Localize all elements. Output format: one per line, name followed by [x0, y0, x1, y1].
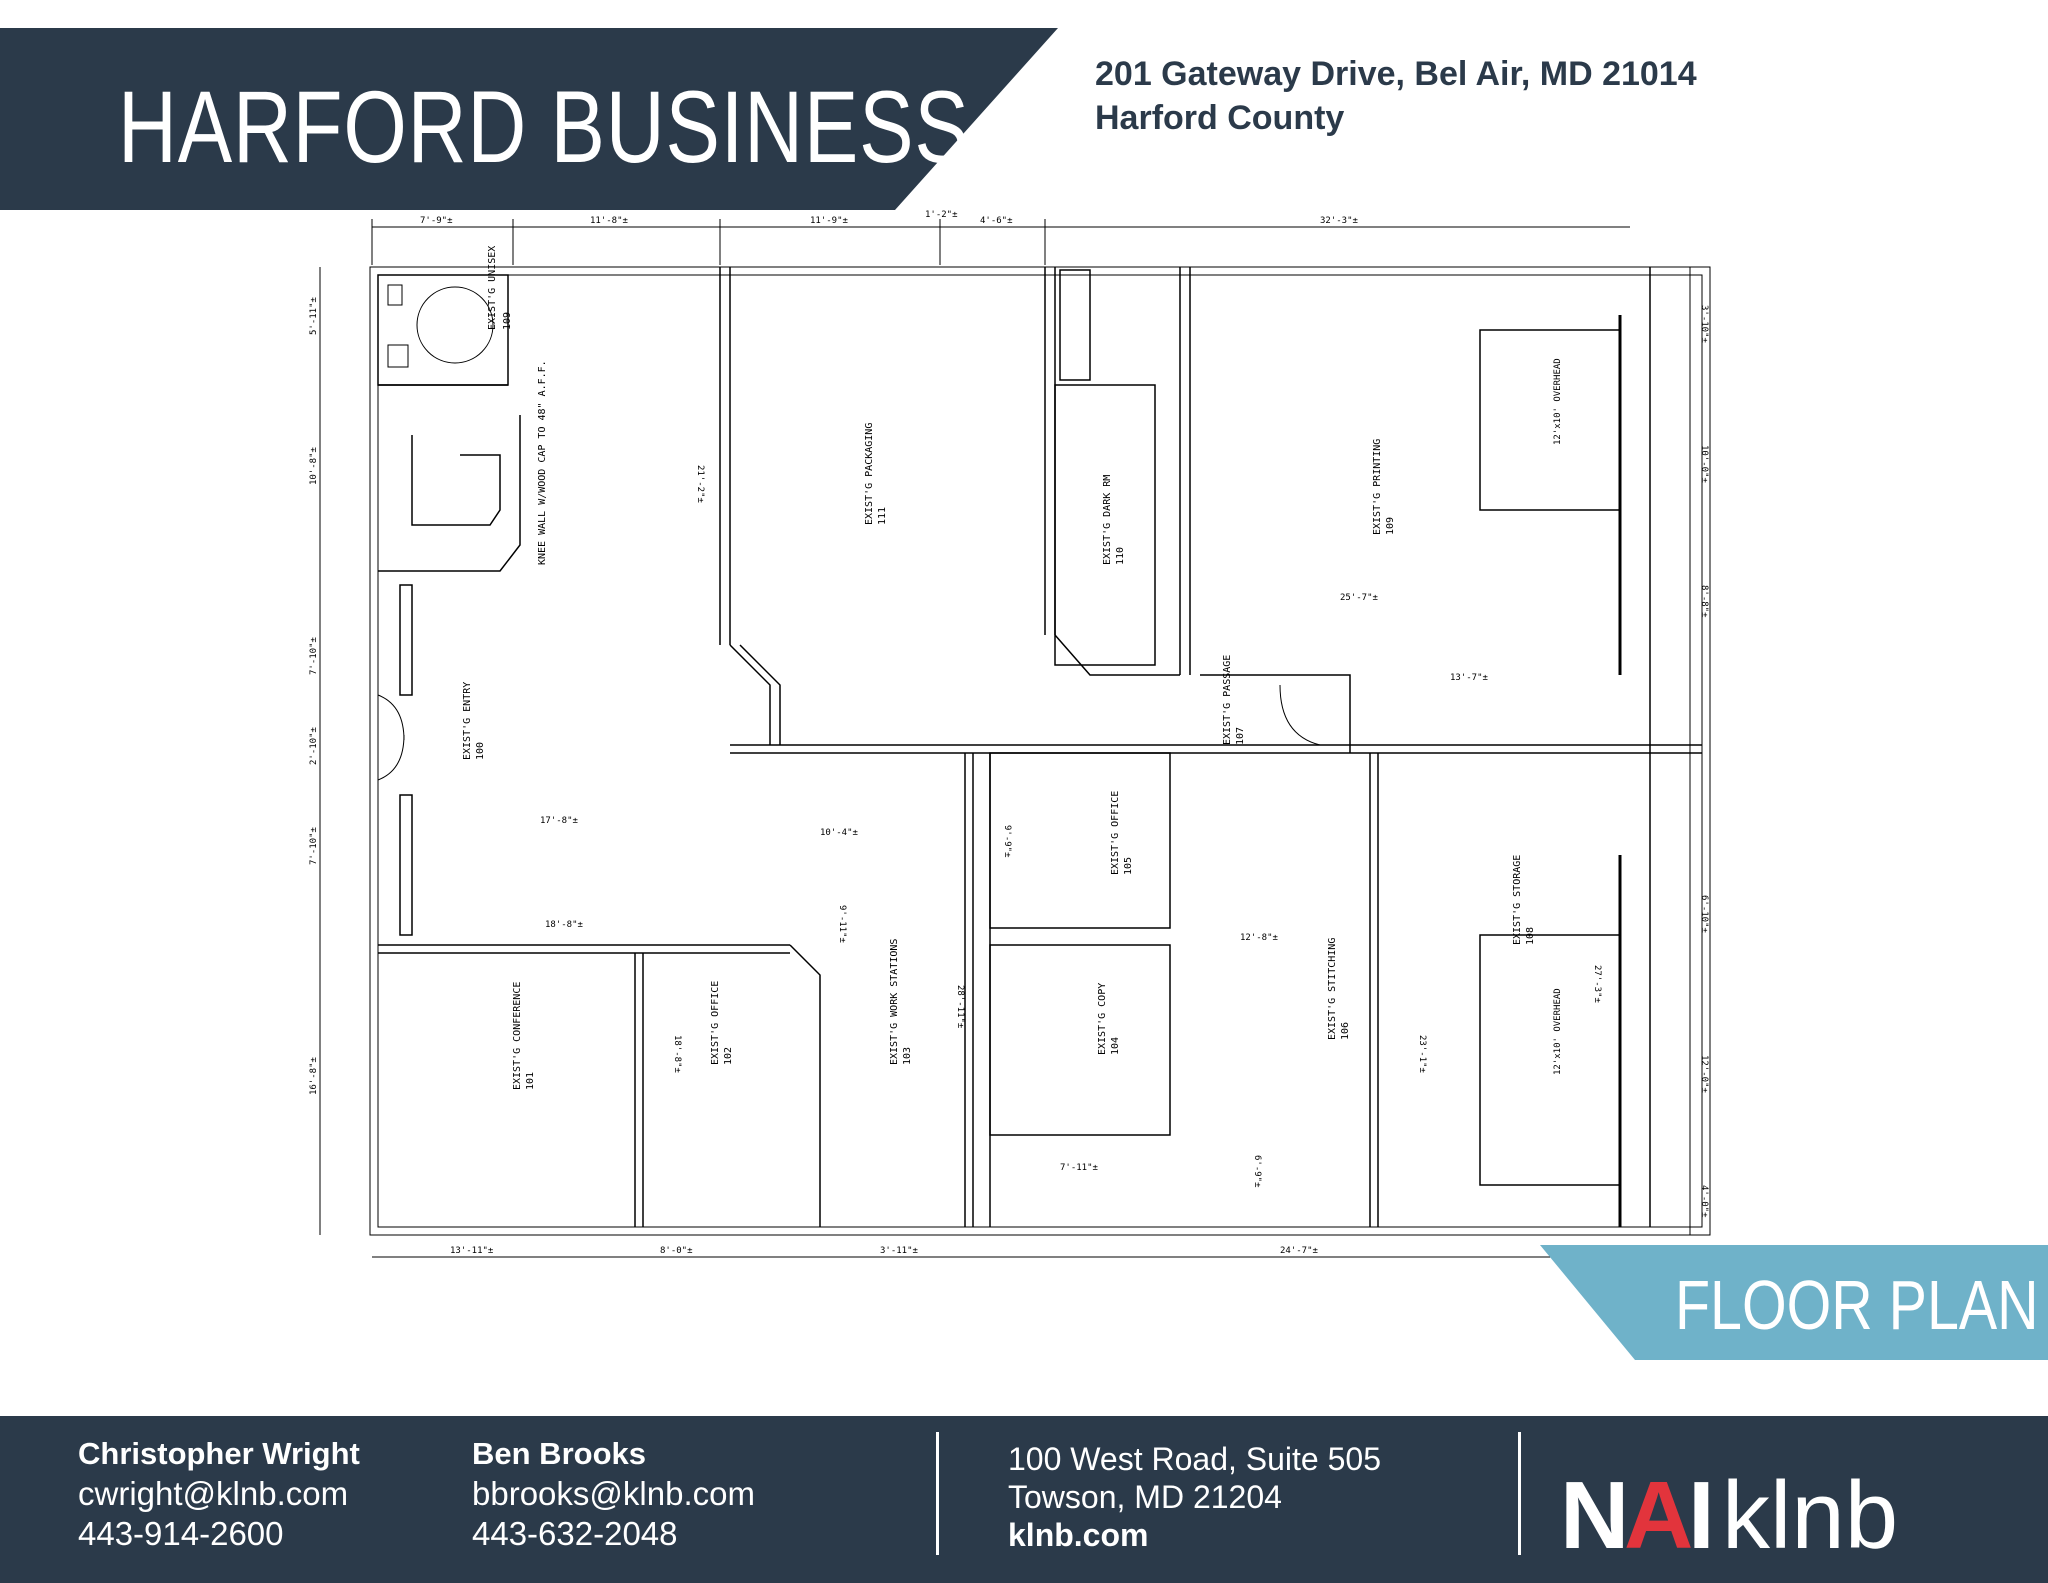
- logo-klnb: klnb: [1722, 1462, 1898, 1560]
- knee-wall-note: KNEE WALL W/WOOD CAP TO 48" A.F.F.: [537, 360, 548, 565]
- room-label-office-102: EXIST'G OFFICE: [710, 981, 721, 1065]
- dim-bottom-a: 13'-11"±: [450, 1246, 494, 1256]
- room-label-passage: EXIST'G PASSAGE: [1222, 655, 1233, 745]
- room-label-entry: EXIST'G ENTRY: [462, 682, 473, 760]
- dim-interior-a: 21'-2"±: [695, 465, 705, 504]
- room-label-dark-room: EXIST'G DARK RM: [1102, 475, 1113, 565]
- room-number-passage: 107: [1235, 727, 1246, 745]
- contact-email[interactable]: cwright@klnb.com: [78, 1475, 349, 1512]
- dim-right-d: 6'-10"±: [1699, 895, 1709, 934]
- dim-left-a: 5'-11"±: [309, 296, 319, 335]
- room-label-copy: EXIST'G COPY: [1097, 983, 1108, 1055]
- dim-interior-g: 18'-8"±: [545, 920, 584, 930]
- dim-interior-l: 9'-9"±: [1002, 825, 1012, 858]
- contact-ben-brooks: Ben Brooks bbrooks@klnb.com 443-632-2048: [472, 1434, 755, 1554]
- room-number-copy: 104: [1110, 1037, 1121, 1055]
- dim-top-f: 32'-3"±: [1320, 216, 1359, 226]
- dim-left-f: 16'-8"±: [309, 1056, 319, 1095]
- room-number-conference: 101: [525, 1072, 536, 1090]
- logo-letter-a: A: [1624, 1462, 1693, 1560]
- dim-top-b: 11'-8"±: [590, 216, 629, 226]
- dim-interior-n: 7'-11"±: [1060, 1163, 1099, 1173]
- overhead-door-note-a: 12'x10' OVERHEAD: [1553, 358, 1563, 445]
- dim-interior-c: 23'-1"±: [1417, 1035, 1427, 1074]
- dim-interior-h: 25'-7"±: [1340, 593, 1379, 603]
- dim-bottom-b: 8'-0"±: [660, 1246, 693, 1256]
- address-line-1: 201 Gateway Drive, Bel Air, MD 21014: [1095, 55, 1697, 93]
- dim-left-b: 10'-8"±: [309, 446, 319, 485]
- contact-name: Ben Brooks: [472, 1436, 646, 1471]
- dim-right-c: 8'-8"±: [1699, 585, 1709, 618]
- dim-interior-j: 12'-8"±: [1240, 933, 1279, 943]
- room-label-storage: EXIST'G STORAGE: [1512, 855, 1523, 945]
- dim-right-b: 10'-0"±: [1699, 445, 1709, 484]
- floor-plan-label: FLOOR PLAN: [1675, 1266, 2039, 1344]
- dim-interior-e: 17'-8"±: [540, 816, 579, 826]
- room-number-stitching: 106: [1340, 1022, 1351, 1040]
- dim-interior-m: 18'-8"±: [672, 1035, 682, 1074]
- contact-phone[interactable]: 443-632-2048: [472, 1515, 678, 1552]
- dim-left-e: 7'-10"±: [309, 826, 319, 865]
- floor-plan-drawing: EXIST'G UNISEX 109 EXIST'G ENTRY 100 EXI…: [309, 210, 1711, 1258]
- room-number-unisex: 109: [502, 312, 513, 330]
- floor-plan-badge: [1540, 1245, 2048, 1360]
- dim-top-d: 1'-2"±: [925, 210, 958, 220]
- room-number-printing: 109: [1385, 517, 1396, 535]
- overhead-door-note-b: 12'x10' OVERHEAD: [1553, 988, 1563, 1075]
- dim-top-c: 11'-9"±: [810, 216, 849, 226]
- room-label-office-105: EXIST'G OFFICE: [1110, 791, 1121, 875]
- dim-left-c: 7'-10"±: [309, 636, 319, 675]
- footer-divider: [1518, 1432, 1521, 1555]
- room-label-unisex: EXIST'G UNISEX: [487, 246, 498, 330]
- dim-left-d: 2'-10"±: [309, 726, 319, 765]
- office-line-1: 100 West Road, Suite 505: [1008, 1441, 1381, 1477]
- room-number-office-105: 105: [1123, 857, 1134, 875]
- room-number-entry: 100: [475, 742, 486, 760]
- dim-interior-k: 9'-11"±: [837, 905, 847, 944]
- dim-interior-o: 6'-9"±: [1252, 1155, 1262, 1188]
- room-number-work-stations: 103: [902, 1047, 913, 1065]
- contact-christopher-wright: Christopher Wright cwright@klnb.com 443-…: [78, 1434, 360, 1554]
- dim-interior-i: 13'-7"±: [1450, 673, 1489, 683]
- logo-letter-n: N: [1560, 1462, 1629, 1560]
- dim-right-f: 4'-0"±: [1699, 1185, 1709, 1218]
- contact-phone[interactable]: 443-914-2600: [78, 1515, 284, 1552]
- page-title: HARFORD BUSINESS CTR: [118, 70, 1164, 184]
- dim-interior-f: 10'-4"±: [820, 828, 859, 838]
- dim-top-a: 7'-9"±: [420, 216, 453, 226]
- room-label-work-stations: EXIST'G WORK STATIONS: [889, 939, 900, 1065]
- title-banner-shape: [0, 28, 1058, 210]
- dim-bottom-c: 3'-11"±: [880, 1246, 919, 1256]
- title-banner: HARFORD BUSINESS CTR: [0, 28, 1162, 210]
- footer-bar: [0, 1416, 2048, 1583]
- room-number-storage: 108: [1525, 927, 1536, 945]
- contact-name: Christopher Wright: [78, 1436, 360, 1471]
- room-label-conference: EXIST'G CONFERENCE: [512, 982, 523, 1090]
- dim-bottom-d: 24'-7"±: [1280, 1246, 1319, 1256]
- property-address: 201 Gateway Drive, Bel Air, MD 21014 Har…: [1095, 52, 1697, 140]
- dim-right-e: 12'-0"±: [1699, 1055, 1709, 1094]
- dim-top-e: 4'-6"±: [980, 216, 1013, 226]
- website-link[interactable]: klnb.com: [1008, 1517, 1149, 1553]
- room-label-packaging: EXIST'G PACKAGING: [864, 423, 875, 525]
- contact-email[interactable]: bbrooks@klnb.com: [472, 1475, 755, 1512]
- logo-letter-i: I: [1688, 1462, 1715, 1560]
- footer-divider: [936, 1432, 939, 1555]
- office-address: 100 West Road, Suite 505 Towson, MD 2120…: [1008, 1440, 1381, 1554]
- room-label-stitching: EXIST'G STITCHING: [1327, 938, 1338, 1040]
- room-number-office-102: 102: [723, 1047, 734, 1065]
- room-number-packaging: 111: [877, 507, 888, 525]
- dim-interior-b: 28'-11"±: [955, 985, 965, 1029]
- room-number-dark-room: 110: [1115, 547, 1126, 565]
- dim-interior-d: 27'-3"±: [1592, 965, 1602, 1004]
- room-label-printing: EXIST'G PRINTING: [1372, 439, 1383, 535]
- nai-klnb-logo: N A I klnb: [1560, 1462, 1898, 1560]
- address-line-2: Harford County: [1095, 99, 1345, 137]
- dim-right-a: 3'-10"±: [1699, 305, 1709, 344]
- office-line-2: Towson, MD 21204: [1008, 1479, 1282, 1515]
